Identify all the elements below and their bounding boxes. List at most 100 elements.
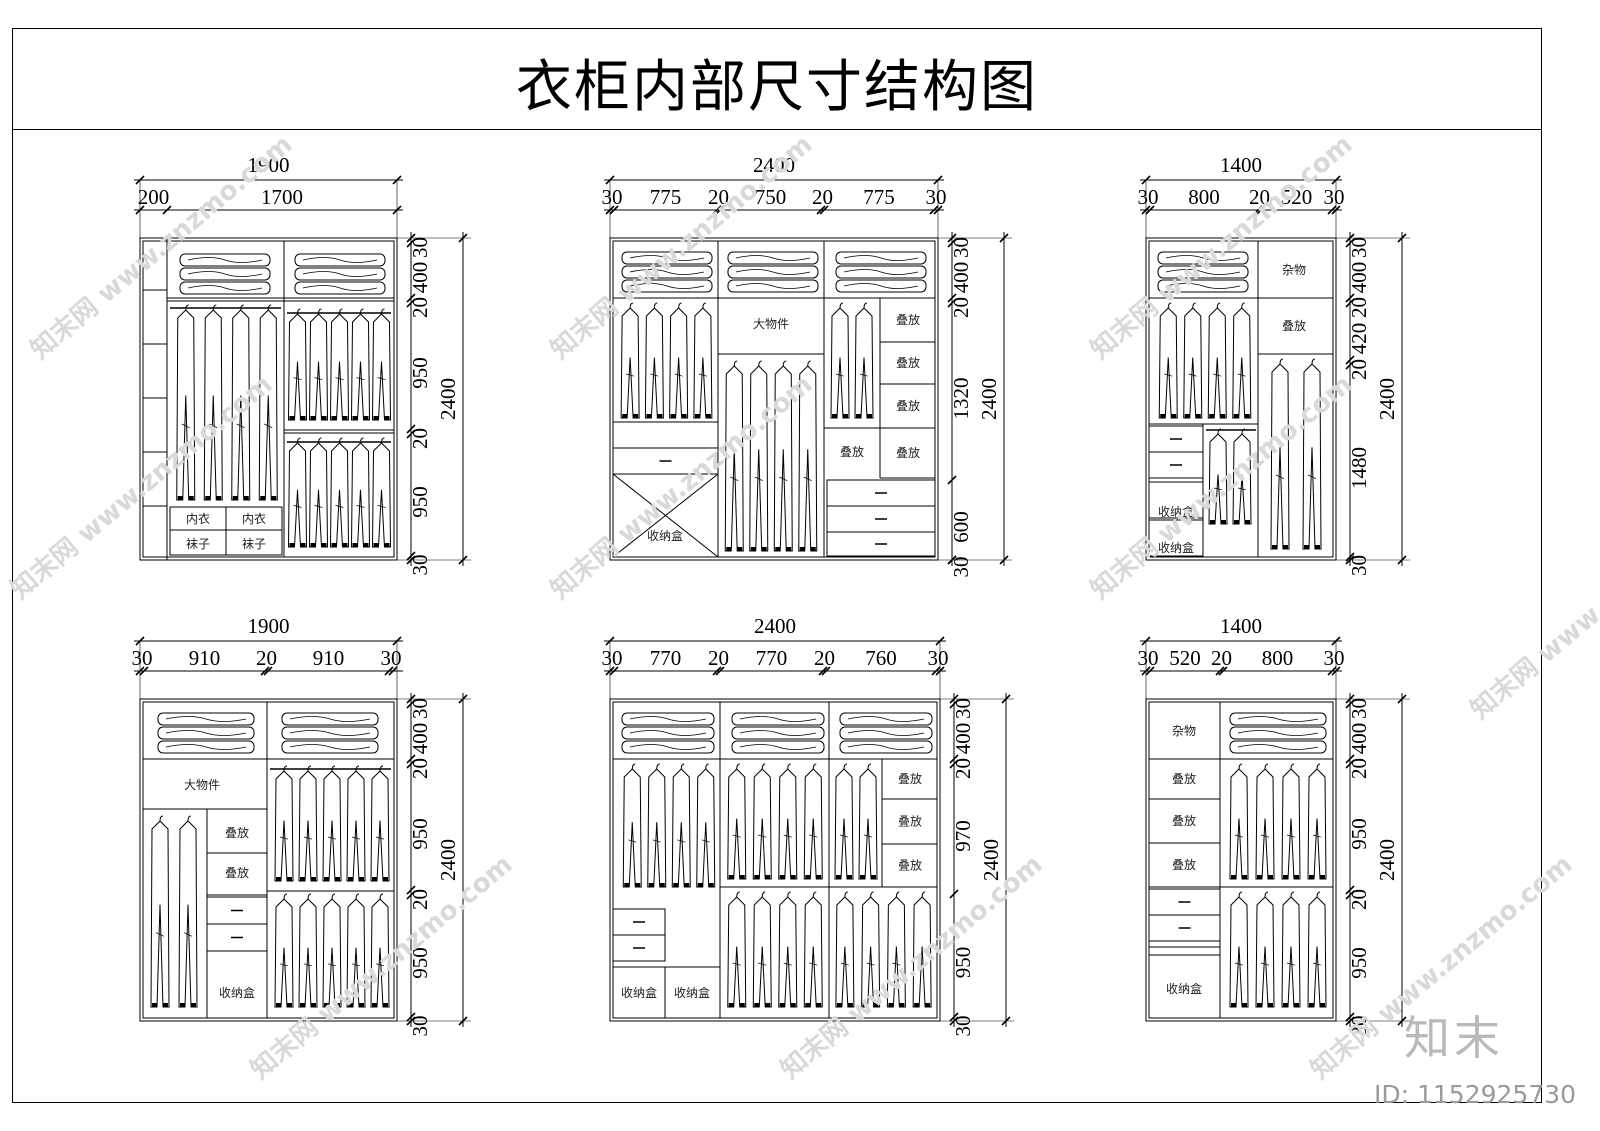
- hanging-garment-icon: [647, 763, 667, 888]
- drawer: [612, 421, 719, 449]
- hanging-garment-icon: [274, 765, 294, 882]
- dim-height-part: 20: [1347, 889, 1371, 910]
- dim-width-part: 20: [708, 646, 729, 670]
- dim-width-part: 910: [189, 646, 221, 670]
- hanging-garment-icon: [669, 302, 689, 419]
- dim-height-part: 400: [1347, 262, 1371, 294]
- label: 叠放: [896, 355, 920, 370]
- hanging-garment-icon: [346, 765, 366, 882]
- label: 叠放: [225, 825, 249, 840]
- dim-height-part: 20: [1347, 758, 1371, 779]
- folded-stack-icon: [179, 253, 271, 295]
- dim-width-part: 20: [1211, 646, 1232, 670]
- folded-stack-icon: [621, 712, 715, 754]
- hanging-garment-icon: [350, 437, 371, 548]
- hanging-garment-icon: [773, 360, 793, 552]
- dim-width-part: 1700: [261, 185, 303, 209]
- label: 袜子: [242, 537, 266, 551]
- hanging-garment-icon: [671, 763, 691, 888]
- dim-width-part: 770: [650, 646, 682, 670]
- dim-height-part: 970: [951, 820, 975, 852]
- watermark-text: 知末网 www.znzmo.com: [5, 369, 278, 605]
- dim-height-part: 1480: [1347, 447, 1371, 489]
- hanging-garment-icon: [1183, 302, 1203, 419]
- dim-width-part: 20: [812, 185, 833, 209]
- dim-total-width: 2400: [754, 614, 796, 638]
- dim-height-part: 30: [951, 1016, 975, 1037]
- cabinet-outline: [609, 237, 939, 561]
- dim-height-part: 950: [1347, 947, 1371, 979]
- dim-height-part: 400: [408, 723, 432, 755]
- dim-total-width: 1900: [248, 153, 290, 177]
- drawing-frame: [12, 28, 1542, 1103]
- label: 收纳盒: [219, 985, 255, 1000]
- folded-stack-icon: [294, 253, 386, 295]
- title-bar: 衣柜内部尺寸结构图: [12, 28, 1542, 130]
- cabinet-inner: [142, 240, 395, 558]
- drawing-title: 衣柜内部尺寸结构图: [516, 55, 1038, 120]
- dim-height-part: 20: [408, 297, 432, 318]
- hanging-garment-icon: [1281, 891, 1301, 1008]
- hanging-garment-icon: [798, 360, 818, 552]
- hanging-garment-icon: [287, 308, 308, 421]
- label: 叠放: [898, 858, 922, 873]
- hanging-garment-icon: [150, 815, 170, 1008]
- dim-height-part: 30: [949, 557, 973, 578]
- hanging-garment-icon: [371, 437, 392, 548]
- hanging-garment-icon: [835, 891, 855, 1008]
- dim-height-part: 400: [951, 723, 975, 755]
- dim-width-part: 30: [1324, 646, 1345, 670]
- dim-height-part: 30: [408, 1016, 432, 1037]
- drawer: [612, 447, 719, 475]
- cabinet-inner: [1148, 240, 1334, 558]
- cabinet-outline: [139, 698, 398, 1022]
- hanging-garment-icon: [693, 302, 713, 419]
- storage-box-lid: [1148, 946, 1221, 956]
- hanging-garment-icon: [178, 815, 198, 1008]
- watermark-text: 知末网 www.znzmo.com: [245, 849, 518, 1085]
- dim-height-part: 950: [408, 486, 432, 518]
- hanging-garment-icon: [620, 302, 640, 419]
- label: 收纳盒: [647, 528, 683, 543]
- hanging-garment-icon: [886, 891, 906, 1008]
- hanging-garment-icon: [350, 308, 371, 421]
- label: 收纳盒: [674, 985, 710, 1000]
- dim-height-part: 30: [1347, 698, 1371, 719]
- brand-logo: 知末: [1404, 1011, 1504, 1065]
- dim-width-part: 775: [863, 185, 895, 209]
- dim-height-part: 30: [1347, 237, 1371, 258]
- label: 内衣: [186, 511, 210, 526]
- label: 杂物: [1282, 263, 1306, 277]
- hanging-garment-icon: [1232, 302, 1252, 419]
- dim-height-part: 30: [951, 698, 975, 719]
- hanging-garment-icon: [1281, 763, 1301, 880]
- label: 收纳盒: [621, 985, 657, 1000]
- label: 叠放: [896, 312, 920, 327]
- dim-width-part: 520: [1169, 646, 1201, 670]
- hanging-garment-icon: [752, 763, 772, 880]
- dim-width-part: 30: [1324, 185, 1345, 209]
- dim-width-part: 770: [756, 646, 788, 670]
- hanging-garment-icon: [322, 893, 342, 1008]
- dim-total-height: 2400: [977, 378, 1001, 420]
- dim-height-part: 20: [949, 297, 973, 318]
- hanging-garment-icon: [834, 763, 854, 880]
- cabinet-inner: [612, 701, 938, 1019]
- hanging-garment-icon: [371, 308, 392, 421]
- cabinet-inner: [612, 240, 936, 558]
- hanging-garment-icon: [231, 304, 251, 501]
- hanging-garment-icon: [346, 893, 366, 1008]
- folded-stack-icon: [835, 251, 927, 293]
- dim-height-part: 400: [1347, 723, 1371, 755]
- hanging-garment-icon: [322, 765, 342, 882]
- hanging-garment-icon: [298, 765, 318, 882]
- hanging-garment-icon: [298, 893, 318, 1008]
- label: 大物件: [184, 778, 220, 792]
- dim-height-part: 20: [408, 758, 432, 779]
- label: 叠放: [840, 444, 864, 459]
